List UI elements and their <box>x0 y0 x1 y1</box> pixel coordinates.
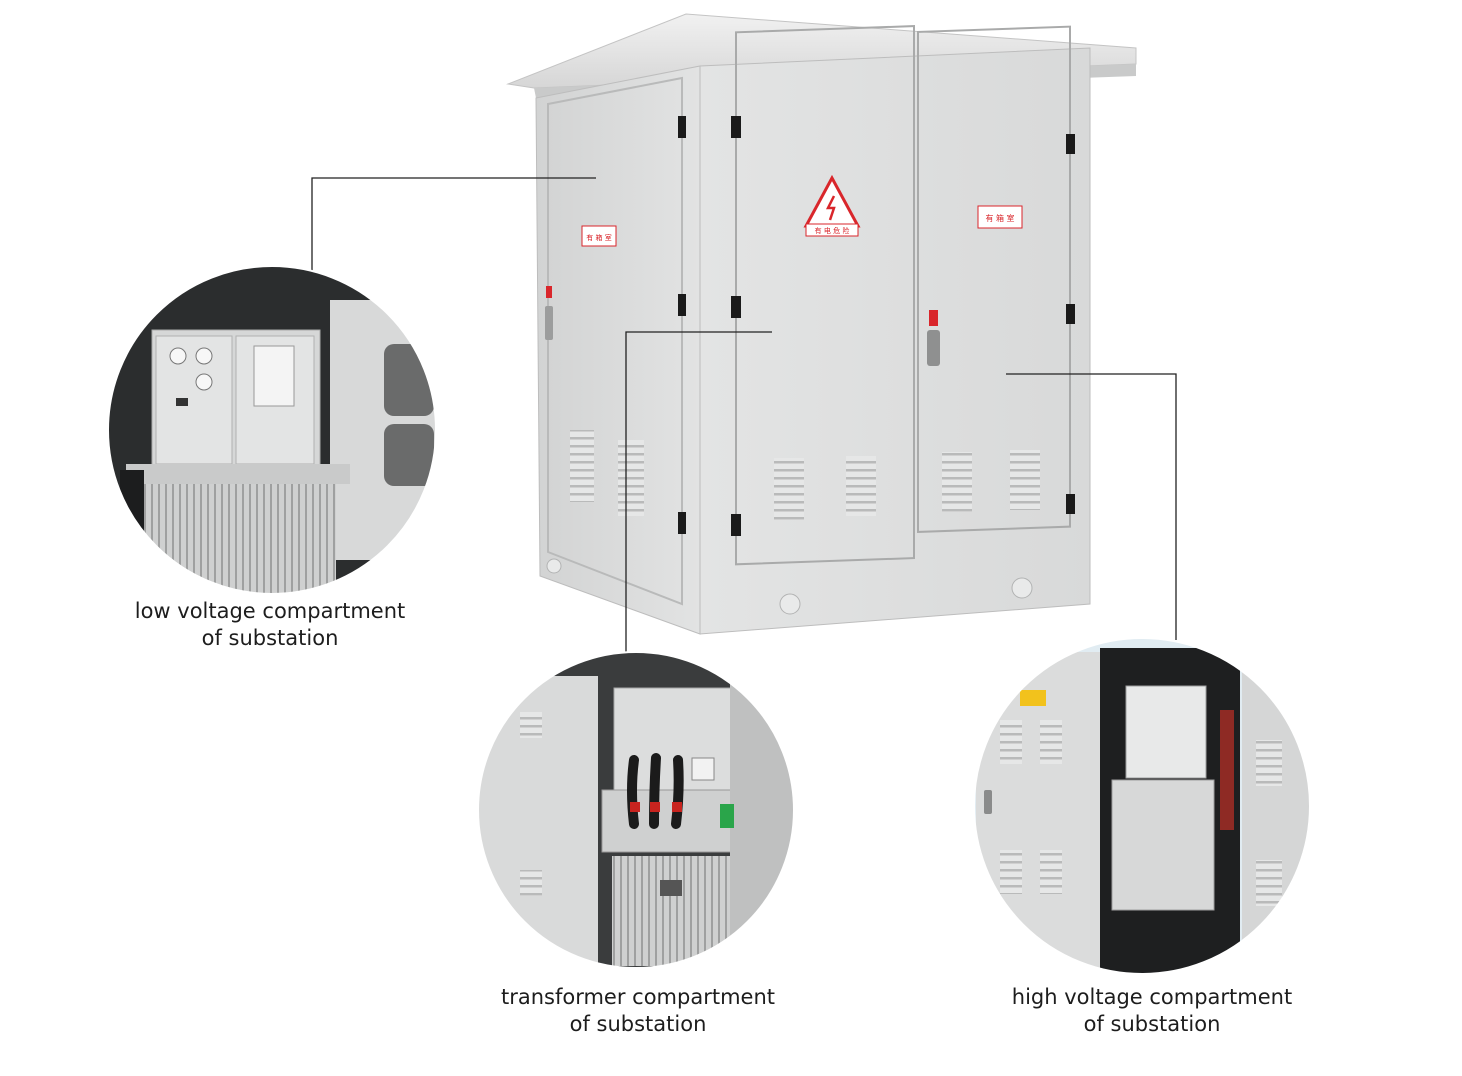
low-voltage-caption-line2: of substation <box>201 626 339 650</box>
high-voltage-photo <box>974 638 1310 974</box>
front-panel <box>699 47 1091 635</box>
vent-louvers <box>570 430 1040 520</box>
right-door <box>917 25 1071 533</box>
high-voltage-caption: high voltage compartment of substation <box>990 984 1314 1038</box>
left-door-sign: 有 箱 室 <box>581 225 617 247</box>
hinges <box>678 116 1075 536</box>
leader-line-high-voltage <box>1006 373 1177 640</box>
box-substation: 有 箱 室 有 电 危 险 有 箱 室 <box>506 13 1137 635</box>
low-voltage-photo <box>108 266 436 594</box>
low-voltage-caption: low voltage compartment of substation <box>120 598 420 652</box>
leader-line-low-voltage <box>311 177 596 278</box>
leader-lines <box>311 177 1177 652</box>
warning-sign-text: 有 电 危 险 <box>815 226 850 235</box>
leader-line-transformer <box>625 331 772 652</box>
right-door-sign-text: 有 箱 室 <box>985 213 1014 223</box>
low-voltage-caption-line1: low voltage compartment <box>134 599 406 623</box>
side-lock <box>545 306 553 340</box>
door-lock <box>927 330 940 366</box>
high-voltage-caption-line2: of substation <box>1083 1012 1221 1036</box>
transformer-caption-line1: transformer compartment <box>500 985 775 1009</box>
warning-sign: 有 电 危 险 <box>803 174 861 237</box>
side-panel <box>535 65 701 635</box>
high-voltage-caption-line1: high voltage compartment <box>1011 985 1293 1009</box>
transformer-photo <box>478 652 794 968</box>
transformer-caption-line2: of substation <box>569 1012 707 1036</box>
left-door-sign-text: 有 箱 室 <box>586 233 611 242</box>
transformer-caption: transformer compartment of substation <box>468 984 808 1038</box>
right-door-sign: 有 箱 室 <box>977 205 1023 229</box>
